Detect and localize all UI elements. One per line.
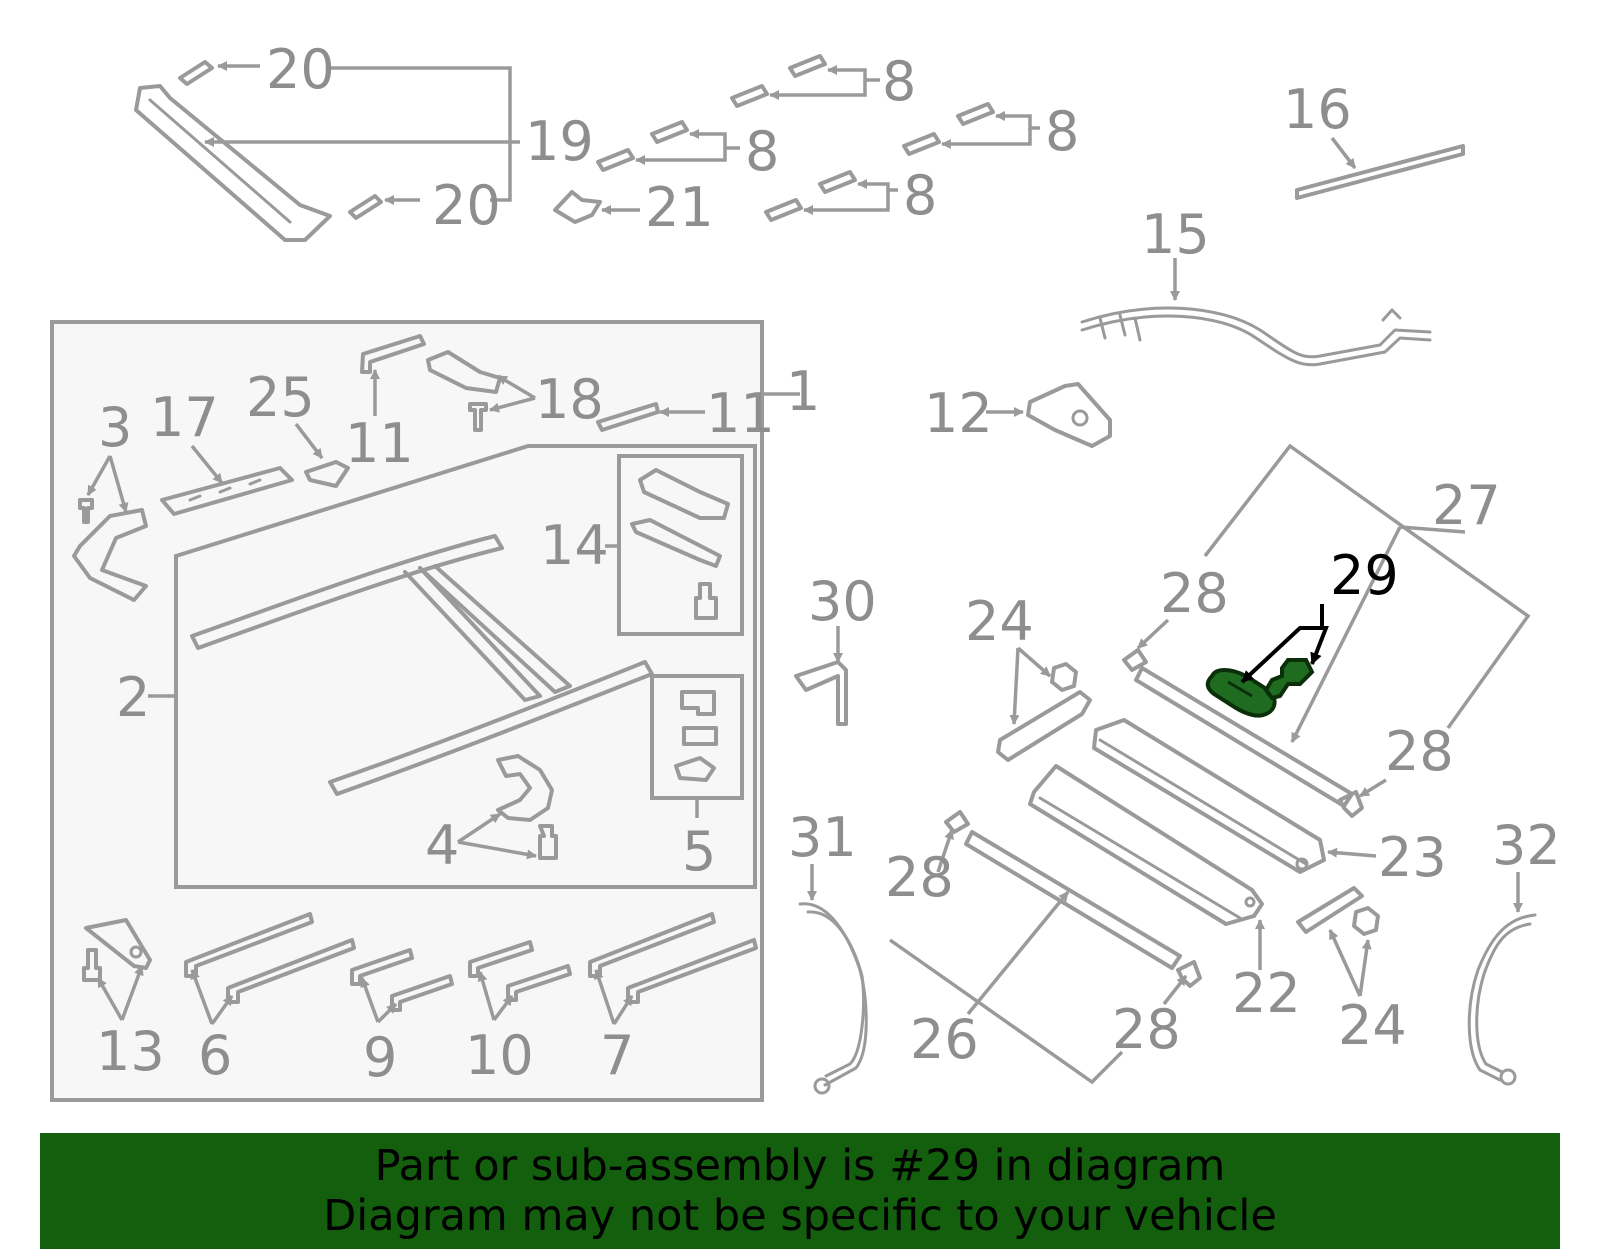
weatherstrip-16 [1295, 144, 1465, 200]
callout-7: 7 [600, 1024, 634, 1087]
clips-28 [944, 648, 1364, 988]
banner-line-1: Part or sub-assembly is #29 in diagram [374, 1141, 1226, 1191]
frame-panel [174, 444, 757, 889]
callout-24-a: 24 [965, 590, 1034, 653]
guide-11 [360, 334, 660, 432]
guides-24 [996, 662, 1380, 936]
callout-2: 2 [116, 666, 150, 729]
callout-31: 31 [788, 806, 857, 869]
brackets-14 [630, 468, 730, 620]
part-29-fastener[interactable] [1263, 658, 1315, 701]
callout-28-d: 28 [1112, 998, 1181, 1061]
clip-20-bottom [348, 194, 383, 220]
callout-11-a: 11 [345, 412, 414, 475]
callout-8-a: 8 [882, 50, 916, 113]
callout-30: 30 [808, 570, 877, 633]
callout-6: 6 [198, 1024, 232, 1087]
rail-upper [1134, 666, 1354, 808]
callout-5: 5 [682, 820, 716, 883]
callout-26: 26 [910, 1008, 979, 1071]
callout-15: 15 [1141, 203, 1210, 266]
callout-8-c: 8 [1045, 100, 1079, 163]
callout-4: 4 [425, 814, 459, 877]
callout-12: 12 [924, 382, 993, 445]
part-29-highlight[interactable] [1205, 658, 1315, 718]
callout-28-c: 28 [885, 846, 954, 909]
banner-line-2: Diagram may not be specific to your vehi… [323, 1191, 1277, 1241]
callout-17: 17 [150, 386, 219, 449]
callout-8-b: 8 [745, 120, 779, 183]
bracket-30 [794, 660, 848, 726]
callout-18: 18 [535, 368, 604, 431]
callout-11-b: 11 [706, 382, 775, 445]
callout-19: 19 [525, 110, 594, 173]
shims-8 [596, 54, 995, 222]
callout-20-bottom: 20 [432, 174, 501, 237]
callout-25: 25 [246, 366, 315, 429]
pads-5 [674, 690, 718, 782]
callout-27: 27 [1432, 474, 1501, 537]
bracket-18 [426, 350, 502, 432]
callout-8-d: 8 [903, 164, 937, 227]
sunshade-23 [1092, 718, 1326, 874]
clip-25 [304, 460, 350, 488]
callout-28-a: 28 [1160, 562, 1229, 625]
bracket-27 [1203, 443, 1531, 730]
callout-28-b: 28 [1385, 720, 1454, 783]
assembly-panel [50, 320, 764, 1102]
callout-23: 23 [1378, 826, 1447, 889]
callout-13: 13 [96, 1020, 165, 1083]
callout-24-b: 24 [1338, 994, 1407, 1057]
callout-3: 3 [98, 396, 132, 459]
motor-12 [1026, 382, 1112, 448]
callout-9: 9 [363, 1026, 397, 1089]
callout-10: 10 [465, 1024, 534, 1087]
molding-19 [134, 84, 332, 242]
clip-20-top [178, 60, 214, 86]
callout-20-top: 20 [266, 38, 335, 101]
callout-29: 29 [1330, 544, 1399, 607]
callout-14: 14 [540, 514, 609, 577]
callout-22: 22 [1232, 962, 1301, 1025]
harness-15 [1080, 306, 1432, 367]
callout-21: 21 [645, 176, 714, 239]
bracket-21 [553, 190, 602, 224]
sunshade-22 [1028, 764, 1264, 926]
hose-32 [1467, 913, 1537, 1086]
callout-1: 1 [786, 360, 820, 423]
hose-31 [798, 902, 868, 1095]
rail-17 [160, 466, 294, 516]
rail-26 [964, 830, 1182, 970]
callout-32: 32 [1492, 814, 1561, 877]
part-29-pad[interactable] [1205, 668, 1277, 718]
bracket-3 [72, 498, 148, 602]
bracket-4 [496, 754, 558, 860]
callout-16: 16 [1283, 78, 1352, 141]
info-banner: Part or sub-assembly is #29 in diagram D… [40, 1133, 1560, 1249]
